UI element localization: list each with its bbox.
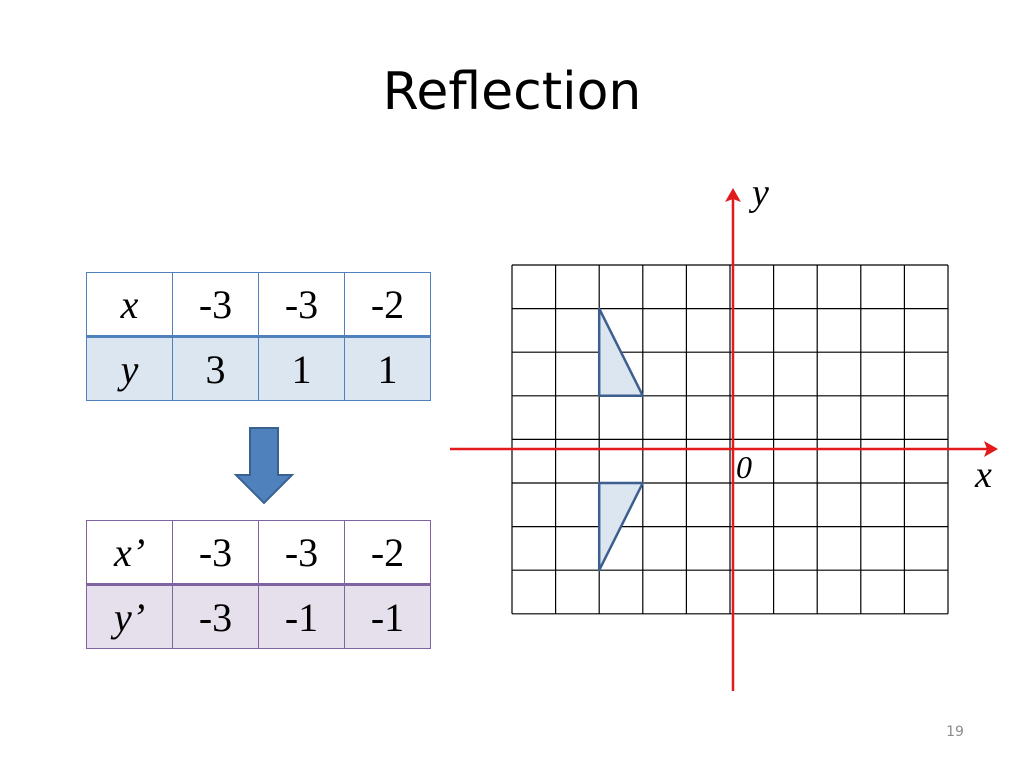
table-cell: -1 xyxy=(258,584,345,649)
table-cell: 1 xyxy=(258,336,345,401)
origin-label: 0 xyxy=(736,449,752,485)
page-number: 19 xyxy=(946,724,964,740)
table-x-prime-label: x’ xyxy=(86,520,173,586)
x-axis-arrowhead xyxy=(984,441,998,457)
table-cell: -2 xyxy=(344,520,431,586)
reflected-triangle xyxy=(597,481,645,572)
table-y-label: y xyxy=(86,336,173,401)
x-axis-label: x xyxy=(974,454,992,496)
table-cell: -2 xyxy=(344,272,431,338)
reflected-coordinates-table: x’ -3 -3 -2 y’ -3 -1 -1 xyxy=(86,520,431,649)
y-axis-label: y xyxy=(748,172,769,214)
original-triangle xyxy=(597,307,645,398)
y-axis-arrowhead xyxy=(725,188,741,202)
table-y-prime-label: y’ xyxy=(86,584,173,649)
table-cell: -3 xyxy=(172,272,259,338)
table-cell: -3 xyxy=(258,520,345,586)
original-coordinates-table: x -3 -3 -2 y 3 1 1 xyxy=(86,272,431,401)
table-cell: -3 xyxy=(172,584,259,649)
table-cell: -3 xyxy=(172,520,259,586)
table-cell: -3 xyxy=(258,272,345,338)
coordinate-grid xyxy=(511,264,949,615)
table-x-label: x xyxy=(86,272,173,338)
table-cell: -1 xyxy=(344,584,431,649)
down-arrow-icon xyxy=(233,427,295,505)
slide-title: Reflection xyxy=(382,62,642,122)
table-cell: 3 xyxy=(172,336,259,401)
table-cell: 1 xyxy=(344,336,431,401)
